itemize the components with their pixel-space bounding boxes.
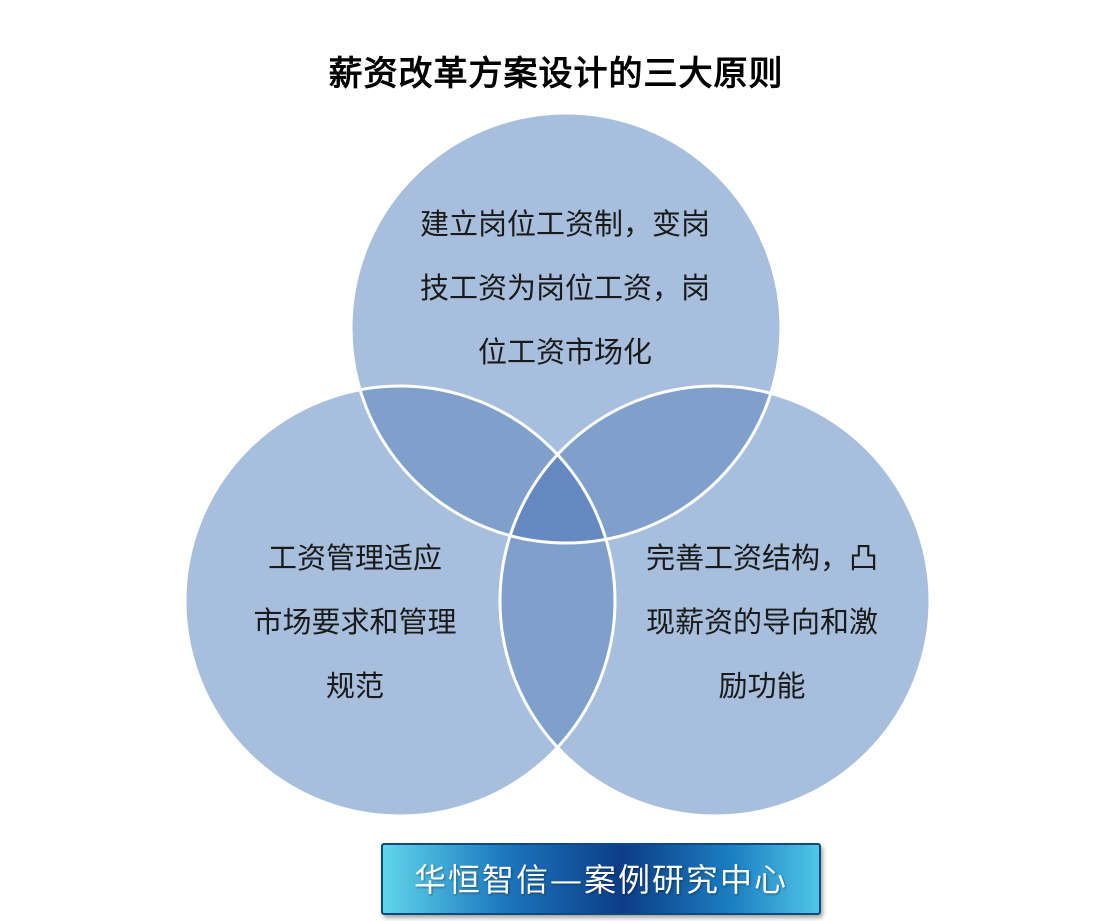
overlap-top-left	[351, 386, 615, 543]
left-circle-line: 市场要求和管理	[253, 605, 457, 639]
banner-text: 华恒智信—案例研究中心	[413, 861, 788, 899]
overlap-top-right	[500, 386, 781, 543]
footer-banner: 华恒智信—案例研究中心	[381, 843, 821, 915]
top-circle-line: 建立岗位工资制，变岗	[419, 207, 710, 241]
left-circle-line: 工资管理适应	[267, 541, 442, 575]
top-circle-text: 建立岗位工资制，变岗 技工资为岗位工资，岗 位工资市场化	[395, 192, 735, 384]
top-circle-line: 位工资市场化	[477, 335, 652, 369]
left-circle-text: 工资管理适应 市场要求和管理 规范	[215, 526, 495, 718]
right-circle-text: 完善工资结构，凸 现薪资的导向和激 励功能	[617, 526, 907, 718]
right-circle-line: 完善工资结构，凸	[645, 541, 878, 575]
circle-top-outline	[349, 111, 783, 545]
left-circle-line: 规范	[325, 669, 384, 703]
circle-left-outline	[183, 384, 617, 818]
circle-right-outline	[498, 384, 932, 818]
page-title: 薪资改革方案设计的三大原则	[328, 54, 784, 94]
right-circle-line: 现薪资的导向和激	[645, 605, 878, 639]
right-circle-line: 励功能	[718, 669, 806, 703]
top-circle-line: 技工资为岗位工资，岗	[419, 271, 710, 305]
